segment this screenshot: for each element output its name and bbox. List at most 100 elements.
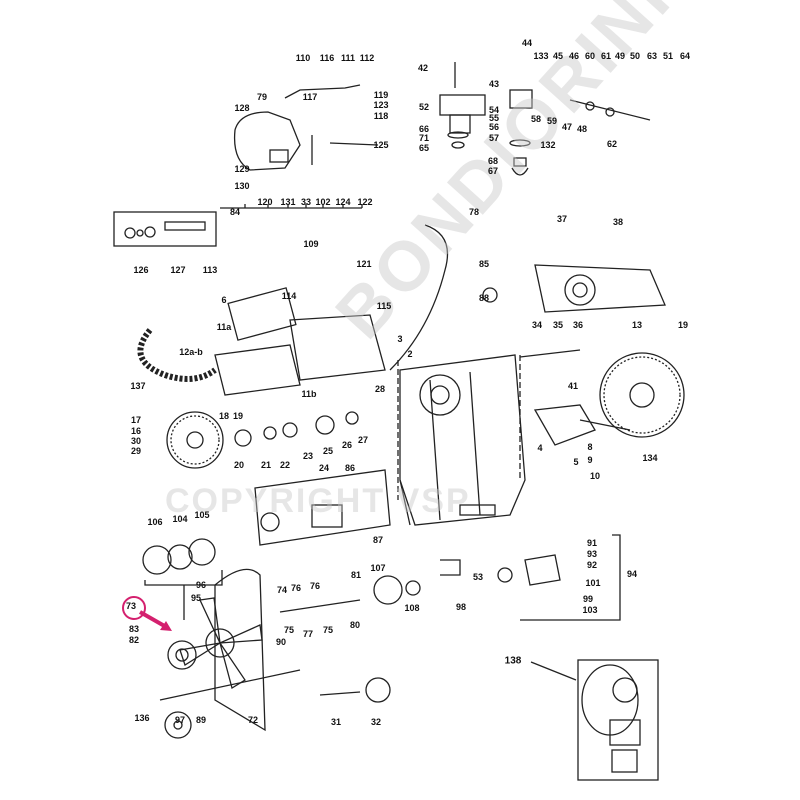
part-label-106[interactable]: 106 — [147, 517, 163, 527]
part-label-111[interactable]: 111 — [340, 53, 356, 63]
part-label-62[interactable]: 62 — [606, 139, 618, 149]
part-label-68[interactable]: 68 — [487, 156, 499, 166]
part-label-102[interactable]: 102 — [315, 197, 331, 207]
part-label-112[interactable]: 112 — [359, 53, 375, 63]
part-label-80[interactable]: 80 — [349, 620, 361, 630]
part-label-10[interactable]: 10 — [589, 471, 601, 481]
part-label-63[interactable]: 63 — [646, 51, 658, 61]
part-label-2[interactable]: 2 — [407, 349, 413, 359]
part-label-118[interactable]: 118 — [373, 111, 389, 121]
part-label-17[interactable]: 17 — [130, 415, 142, 425]
part-label-38[interactable]: 38 — [612, 217, 624, 227]
part-label-89[interactable]: 89 — [195, 715, 207, 725]
part-label-110[interactable]: 110 — [295, 53, 311, 63]
part-label-25[interactable]: 25 — [322, 446, 334, 456]
part-label-113[interactable]: 113 — [202, 265, 218, 275]
part-label-66[interactable]: 66 — [418, 124, 430, 134]
part-label-36[interactable]: 36 — [572, 320, 584, 330]
part-label-23[interactable]: 23 — [302, 451, 314, 461]
part-label-75[interactable]: 75 — [322, 625, 334, 635]
part-label-105[interactable]: 105 — [194, 510, 210, 520]
part-label-5[interactable]: 5 — [573, 457, 579, 467]
part-label-21[interactable]: 21 — [260, 460, 272, 470]
part-label-28[interactable]: 28 — [374, 384, 386, 394]
part-label-76[interactable]: 76 — [309, 581, 321, 591]
part-label-27[interactable]: 27 — [357, 435, 369, 445]
part-label-84[interactable]: 84 — [229, 207, 241, 217]
part-label-74[interactable]: 74 — [276, 585, 288, 595]
part-label-97[interactable]: 97 — [174, 715, 186, 725]
part-label-120[interactable]: 120 — [257, 197, 273, 207]
part-label-61[interactable]: 61 — [600, 51, 612, 61]
part-label-93[interactable]: 93 — [586, 549, 598, 559]
part-label-42[interactable]: 42 — [417, 63, 429, 73]
part-label-43[interactable]: 43 — [488, 79, 500, 89]
part-label-26[interactable]: 26 — [341, 440, 353, 450]
part-label-58[interactable]: 58 — [530, 114, 542, 124]
part-label-96[interactable]: 96 — [195, 580, 207, 590]
part-label-67[interactable]: 67 — [487, 166, 499, 176]
part-label-95[interactable]: 95 — [190, 593, 202, 603]
part-label-34[interactable]: 34 — [531, 320, 543, 330]
part-label-20[interactable]: 20 — [233, 460, 245, 470]
part-label-35[interactable]: 35 — [552, 320, 564, 330]
part-label-48[interactable]: 48 — [576, 124, 588, 134]
part-label-114[interactable]: 114 — [281, 291, 297, 301]
part-label-8[interactable]: 8 — [587, 442, 593, 452]
part-label-109[interactable]: 109 — [303, 239, 319, 249]
part-label-19[interactable]: 19 — [677, 320, 689, 330]
part-label-6[interactable]: 6 — [221, 295, 227, 305]
part-label-9[interactable]: 9 — [587, 455, 593, 465]
part-label-87[interactable]: 87 — [372, 535, 384, 545]
part-label-126[interactable]: 126 — [133, 265, 149, 275]
part-label-134[interactable]: 134 — [642, 453, 658, 463]
part-label-30[interactable]: 30 — [130, 436, 142, 446]
part-label-79[interactable]: 79 — [256, 92, 268, 102]
part-label-86[interactable]: 86 — [344, 463, 356, 473]
part-label-128[interactable]: 128 — [234, 103, 250, 113]
part-label-41[interactable]: 41 — [567, 381, 579, 391]
part-label-91[interactable]: 91 — [586, 538, 598, 548]
part-label-117[interactable]: 117 — [302, 92, 318, 102]
part-label-81[interactable]: 81 — [350, 570, 362, 580]
part-label-101[interactable]: 101 — [585, 578, 601, 588]
part-label-3[interactable]: 3 — [397, 334, 403, 344]
part-label-57[interactable]: 57 — [488, 133, 500, 143]
part-label-22[interactable]: 22 — [279, 460, 291, 470]
part-label-31[interactable]: 31 — [330, 717, 342, 727]
part-label-50[interactable]: 50 — [629, 51, 641, 61]
part-label-77[interactable]: 77 — [302, 629, 314, 639]
part-label-104[interactable]: 104 — [172, 514, 188, 524]
part-label-88[interactable]: 88 — [478, 293, 490, 303]
part-label-53[interactable]: 53 — [472, 572, 484, 582]
part-label-46[interactable]: 46 — [568, 51, 580, 61]
part-label-60[interactable]: 60 — [584, 51, 596, 61]
part-label-32[interactable]: 32 — [370, 717, 382, 727]
part-label-72[interactable]: 72 — [247, 715, 259, 725]
part-label-124[interactable]: 124 — [335, 197, 351, 207]
part-label-136[interactable]: 136 — [134, 713, 150, 723]
part-label-133[interactable]: 133 — [533, 51, 549, 61]
part-label-138[interactable]: 138 — [504, 655, 522, 667]
part-label-11a[interactable]: 11a — [216, 322, 232, 332]
part-label-131[interactable]: 131 — [280, 197, 296, 207]
part-label-65[interactable]: 65 — [418, 143, 430, 153]
part-label-45[interactable]: 45 — [552, 51, 564, 61]
part-label-125[interactable]: 125 — [373, 140, 389, 150]
part-label-49[interactable]: 49 — [614, 51, 626, 61]
part-label-76[interactable]: 76 — [290, 583, 302, 593]
part-label-71[interactable]: 71 — [418, 133, 430, 143]
part-label-127[interactable]: 127 — [170, 265, 186, 275]
part-label-132[interactable]: 132 — [540, 140, 556, 150]
part-label-18[interactable]: 18 — [218, 411, 230, 421]
part-label-122[interactable]: 122 — [357, 197, 373, 207]
part-label-75[interactable]: 75 — [283, 625, 295, 635]
part-label-99[interactable]: 99 — [582, 594, 594, 604]
part-label-11b[interactable]: 11b — [301, 389, 317, 399]
part-label-90[interactable]: 90 — [275, 637, 287, 647]
part-label-94[interactable]: 94 — [626, 569, 638, 579]
part-label-64[interactable]: 64 — [679, 51, 691, 61]
part-label-83[interactable]: 83 — [128, 624, 140, 634]
part-label-82[interactable]: 82 — [128, 635, 140, 645]
part-label-19[interactable]: 19 — [232, 411, 244, 421]
